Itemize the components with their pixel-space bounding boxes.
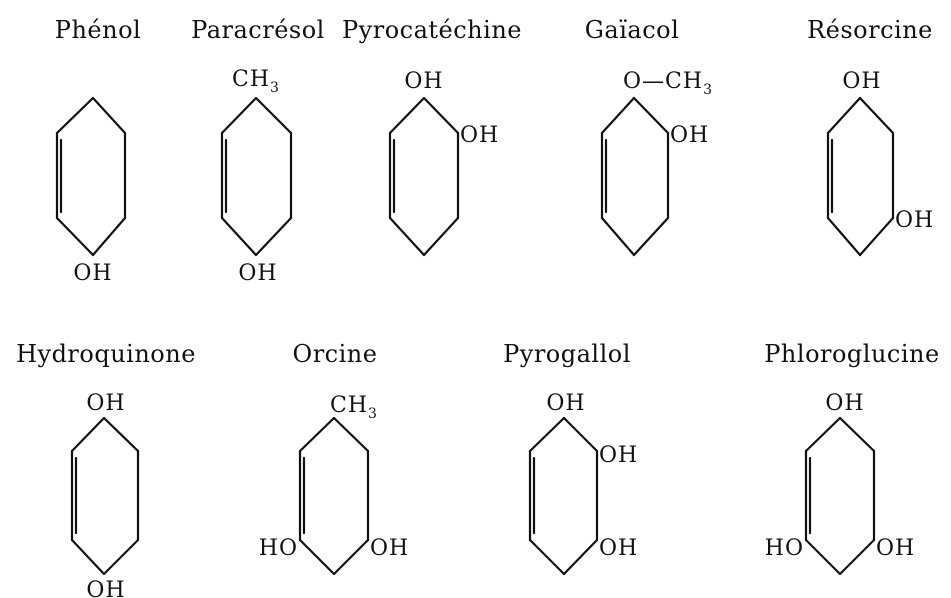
substituent-label: OH [238,261,277,286]
ring-pyrocatechine [388,96,460,257]
compound-name-pyrogallol: Pyrogallol [503,340,631,368]
substituent-label: OH [825,391,864,416]
compound-name-gaiacol: Gaïacol [585,16,680,44]
compound-name-paracresol: Paracrésol [191,16,325,44]
substituent-label: O—CH3 [623,69,713,98]
substituent-label: OH [370,536,409,561]
substituent-label: OH [895,208,934,233]
substituent-label: OH [876,536,915,561]
ring-paracresol [220,96,293,257]
compound-name-resorcine: Résorcine [807,16,933,44]
ring-orcine [298,416,370,576]
substituent-label: HO [765,536,804,561]
substituent-label: OH [842,69,881,94]
substituent-label: OH [86,578,125,598]
substituent-label: CH3 [232,67,280,96]
ring-hydroquinone [70,416,140,576]
ring-phloroglucine [804,416,876,576]
substituent-label: OH [670,123,709,148]
compound-name-pyrocatechine: Pyrocatéchine [342,16,522,44]
substituent-label: OH [460,123,499,148]
substituent-label: OH [599,536,638,561]
ring-phenol [55,96,127,257]
ring-gaiacol [600,96,670,257]
compound-name-phenol: Phénol [55,16,141,44]
substituent-label: OH [599,443,638,468]
substituent-label: HO [259,536,298,561]
substituent-label: OH [404,69,443,94]
substituent-label: OH [546,391,585,416]
compound-name-hydroquinone: Hydroquinone [16,340,196,368]
ring-resorcine [826,96,895,257]
ring-pyrogallol [528,416,599,576]
compound-name-orcine: Orcine [293,340,378,368]
compound-name-phloroglucine: Phloroglucine [764,340,939,368]
substituent-label: OH [73,261,112,286]
substituent-label: OH [86,391,125,416]
substituent-label: CH3 [330,393,378,422]
